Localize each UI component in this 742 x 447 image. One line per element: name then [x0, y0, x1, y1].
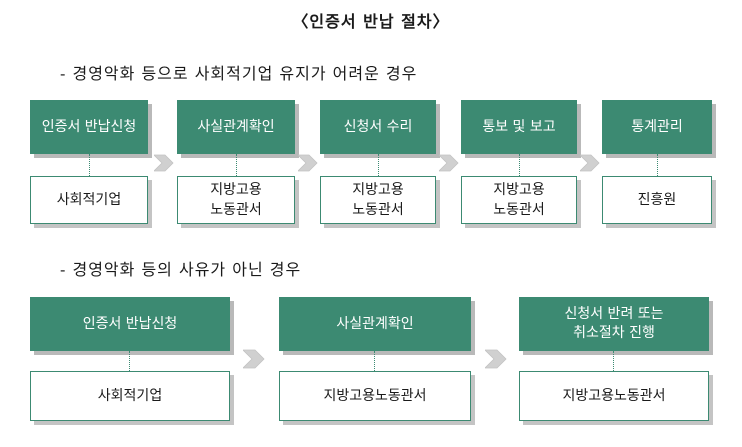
s1-actor-5: 진흥원: [602, 176, 712, 224]
s1-step-5-stats: 통계관리: [602, 100, 712, 154]
s1-step-2-fact-check: 사실관계확인: [177, 100, 295, 154]
s2-step-3-reject-or-cancel: 신청서 반려 또는 취소절차 진행: [519, 297, 709, 351]
s2-connector-2: [374, 351, 375, 371]
s1-step-1-request: 인증서 반납신청: [30, 100, 148, 154]
s1-actor-4: 지방고용 노동관서: [461, 176, 577, 224]
s1-arrow-1: [154, 154, 174, 172]
s1-connector-4: [519, 154, 520, 176]
s2-actor-1: 사회적기업: [30, 371, 230, 421]
diagram-title: 〈인증서 반납 절차〉: [292, 12, 450, 31]
s1-step-3-accept: 신청서 수리: [320, 100, 436, 154]
s1-actor-3: 지방고용 노동관서: [320, 176, 436, 224]
s2-connector-3: [613, 351, 614, 371]
s1-connector-2: [236, 154, 237, 176]
s2-actor-3: 지방고용노동관서: [519, 371, 709, 421]
s2-step-2-fact-check: 사실관계확인: [279, 297, 471, 351]
s1-connector-1: [89, 154, 90, 176]
s2-connector-1: [129, 351, 130, 371]
s1-arrow-4: [580, 154, 600, 172]
section1-heading: - 경영악화 등으로 사회적기업 유지가 어려운 경우: [60, 64, 418, 83]
s2-step-1-request: 인증서 반납신청: [30, 297, 230, 351]
s1-connector-3: [378, 154, 379, 176]
s1-arrow-3: [439, 154, 459, 172]
section2-heading: - 경영악화 등의 사유가 아닌 경우: [60, 260, 302, 279]
s2-arrow-2: [485, 349, 507, 369]
s2-arrow-1: [243, 349, 265, 369]
s1-step-4-notify: 통보 및 보고: [461, 100, 577, 154]
s2-actor-2: 지방고용노동관서: [279, 371, 471, 421]
s1-connector-5: [657, 154, 658, 176]
s1-actor-2: 지방고용 노동관서: [177, 176, 295, 224]
s1-actor-1: 사회적기업: [30, 176, 148, 224]
s1-arrow-2: [298, 154, 318, 172]
